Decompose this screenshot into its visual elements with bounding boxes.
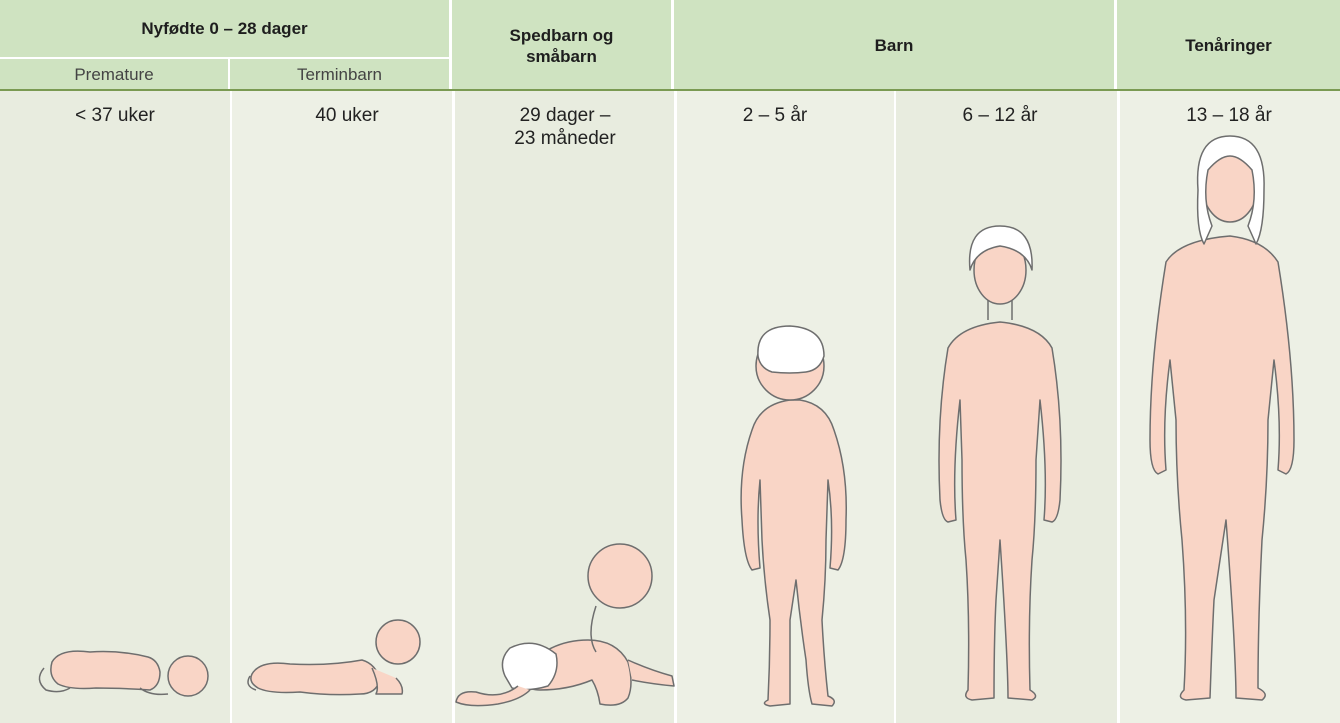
child-figure (939, 226, 1061, 700)
teenager-figure (1150, 136, 1294, 700)
crawling-baby-figure (456, 544, 674, 706)
toddler-figure (741, 326, 846, 706)
term-infant-figure (248, 620, 420, 695)
premature-infant-figure (39, 651, 208, 696)
